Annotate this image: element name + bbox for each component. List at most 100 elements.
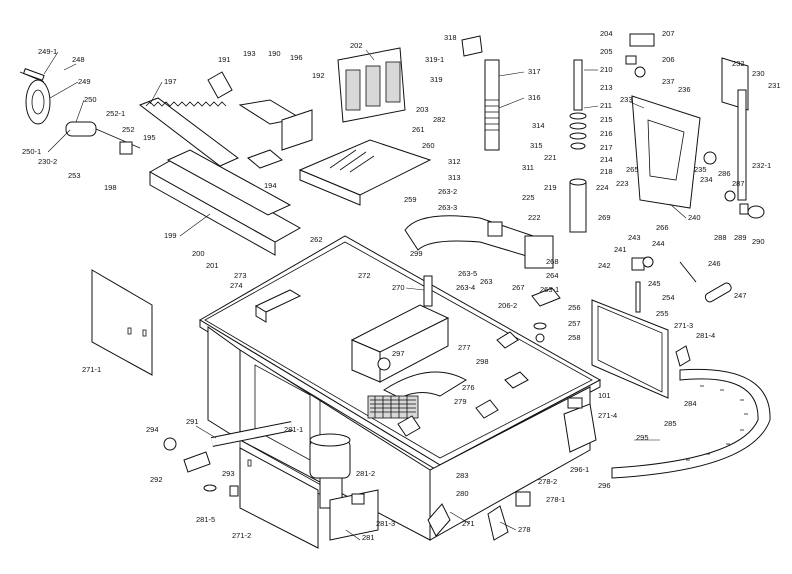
label-270: 270 (392, 283, 405, 292)
parts-241-258 (531, 256, 691, 367)
label-271-2: 271-2 (232, 531, 251, 540)
label-250-1: 250-1 (22, 147, 41, 156)
label-269: 269 (598, 213, 611, 222)
label-236: 236 (678, 85, 691, 94)
label-263-3: 263-3 (438, 203, 457, 212)
label-203: 203 (416, 105, 429, 114)
label-205: 205 (600, 47, 613, 56)
label-217: 217 (600, 143, 613, 152)
label-298: 298 (476, 357, 489, 366)
label-213: 213 (600, 83, 613, 92)
label-261: 261 (412, 125, 425, 134)
label-206: 206 (662, 55, 675, 64)
label-316: 316 (528, 93, 541, 102)
label-281-5: 281-5 (196, 515, 215, 524)
leader-lines (43, 49, 687, 541)
blade-guard-frame-233 (631, 57, 765, 219)
label-199: 199 (164, 231, 177, 240)
label-232: 232 (732, 59, 745, 68)
label-190: 190 (268, 49, 281, 58)
label-281-1: 281-1 (284, 425, 303, 434)
label-314: 314 (532, 121, 545, 130)
label-281: 281 (362, 533, 375, 542)
label-263-2: 263-2 (438, 187, 457, 196)
door-271-3 (591, 299, 669, 399)
label-278: 278 (518, 525, 531, 534)
label-204: 204 (600, 29, 613, 38)
label-201: 201 (206, 261, 219, 270)
label-250: 250 (84, 95, 97, 104)
label-207: 207 (662, 29, 675, 38)
label-271: 271 (462, 519, 475, 528)
label-315: 315 (530, 141, 543, 150)
motor-281 (309, 433, 379, 541)
label-263-1: 263-1 (540, 285, 559, 294)
door-271-1 (91, 269, 153, 376)
label-281-3: 281-3 (376, 519, 395, 528)
miter-gauge-202 (298, 47, 432, 206)
column-317 (461, 35, 500, 151)
carriage-297 (350, 304, 467, 419)
spindle-stack-210 (569, 59, 587, 233)
label-278-1: 278-1 (546, 495, 565, 504)
label-225: 225 (522, 193, 535, 202)
label-291: 291 (186, 417, 199, 426)
label-215: 215 (600, 115, 613, 124)
label-256: 256 (568, 303, 581, 312)
label-293: 293 (222, 469, 235, 478)
label-285: 285 (664, 419, 677, 428)
label-318: 318 (444, 33, 457, 42)
label-266: 266 (656, 223, 669, 232)
shaft-assembly-250 (65, 121, 141, 155)
label-263-5: 263-5 (458, 269, 477, 278)
label-292: 292 (150, 475, 163, 484)
label-249-1: 249-1 (38, 47, 57, 56)
label-313: 313 (448, 173, 461, 182)
label-249: 249 (78, 77, 91, 86)
label-224: 224 (596, 183, 609, 192)
label-214: 214 (600, 155, 613, 164)
label-287: 287 (732, 179, 745, 188)
label-276: 276 (462, 383, 475, 392)
label-280: 280 (456, 489, 469, 498)
label-247: 247 (734, 291, 747, 300)
label-279: 279 (454, 397, 467, 406)
label-246: 246 (708, 259, 721, 268)
label-273: 273 (234, 271, 247, 280)
label-195: 195 (143, 133, 156, 142)
label-255: 255 (656, 309, 669, 318)
rod-269 (565, 224, 732, 303)
label-263-4: 263-4 (456, 283, 475, 292)
handwheel-249 (19, 68, 51, 125)
label-206-2: 206-2 (498, 301, 517, 310)
label-198: 198 (104, 183, 117, 192)
label-191: 191 (218, 55, 231, 64)
small-parts-204 (625, 33, 655, 78)
label-277: 277 (458, 343, 471, 352)
label-192: 192 (312, 71, 325, 80)
label-281-4: 281-4 (696, 331, 715, 340)
label-245: 245 (648, 279, 661, 288)
label-311: 311 (522, 163, 534, 172)
label-241: 241 (614, 245, 627, 254)
label-253: 253 (68, 171, 81, 180)
label-248: 248 (72, 55, 85, 64)
label-296-1: 296-1 (570, 465, 589, 474)
label-286: 286 (718, 169, 731, 178)
label-200: 200 (192, 249, 205, 258)
label-283: 283 (456, 471, 469, 480)
label-243: 243 (628, 233, 641, 242)
label-282: 282 (433, 115, 446, 124)
label-216: 216 (600, 129, 613, 138)
label-242: 242 (598, 261, 611, 270)
label-296: 296 (598, 481, 611, 490)
label-267: 267 (512, 283, 525, 292)
label-257: 257 (568, 319, 581, 328)
label-268: 268 (546, 257, 559, 266)
label-223: 223 (616, 179, 629, 188)
label-284: 284 (684, 399, 697, 408)
label-265: 265 (626, 165, 639, 174)
label-271-4: 271-4 (598, 411, 617, 420)
label-194: 194 (264, 181, 277, 190)
label-254: 254 (662, 293, 675, 302)
